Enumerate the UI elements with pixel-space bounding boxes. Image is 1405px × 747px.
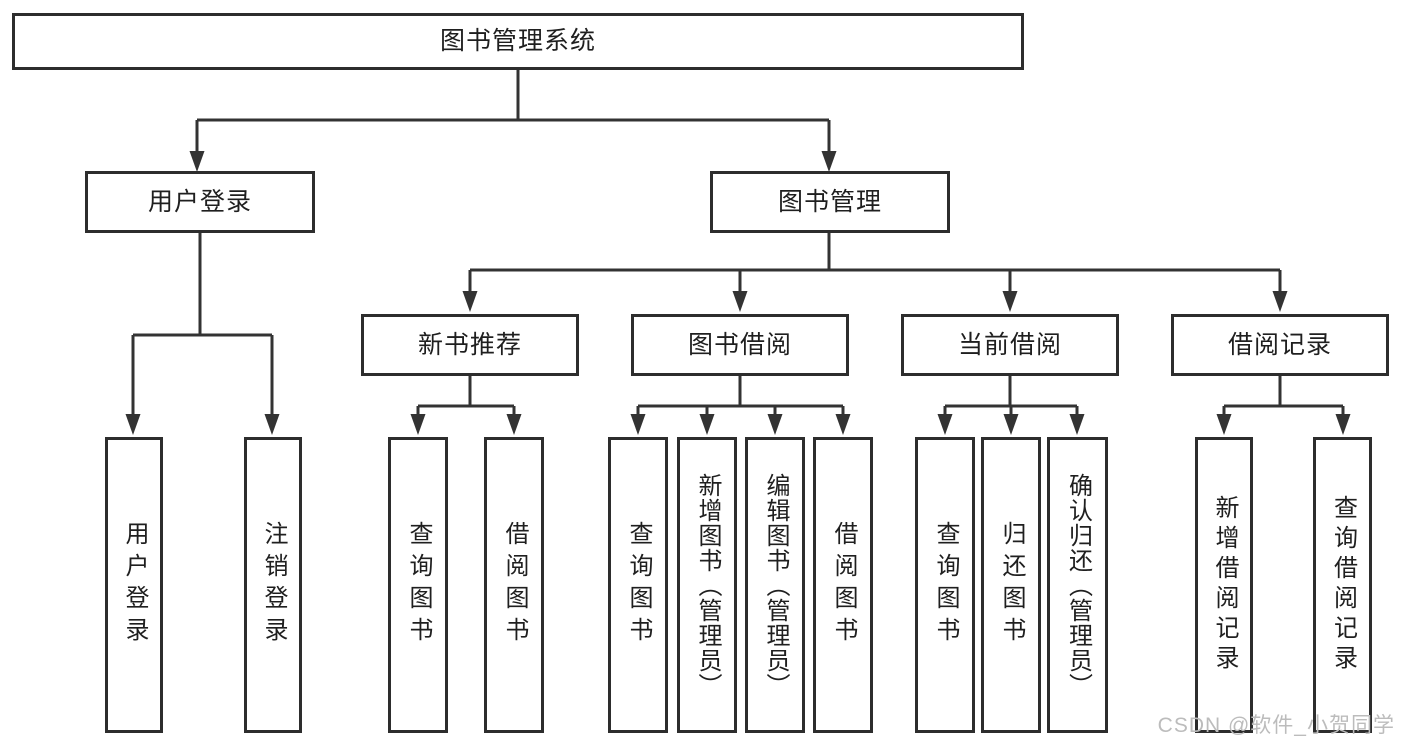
leaf-borrow-book: 借阅图书 bbox=[813, 437, 873, 733]
node-current-borrow: 当前借阅 bbox=[901, 314, 1119, 376]
node-root-label: 图书管理系统 bbox=[439, 27, 596, 55]
node-root: 图书管理系统 bbox=[12, 13, 1024, 70]
leaf-query-borrow-record: 查询借阅记录 bbox=[1313, 437, 1372, 733]
node-borrow-records-label: 借阅记录 bbox=[1227, 330, 1332, 359]
leaf-edit-book-admin-label: 编辑图书（管理员） bbox=[762, 472, 789, 698]
leaf-query-borrow-record-label: 查询借阅记录 bbox=[1329, 495, 1357, 675]
leaf-add-book-admin-label: 新增图书（管理员） bbox=[694, 472, 721, 698]
node-book-management-label: 图书管理 bbox=[777, 187, 882, 216]
node-current-borrow-label: 当前借阅 bbox=[957, 330, 1062, 359]
node-new-book-recommend: 新书推荐 bbox=[361, 314, 579, 376]
node-book-management: 图书管理 bbox=[710, 171, 950, 233]
leaf-user-login: 用户登录 bbox=[105, 437, 163, 733]
leaf-user-login-label: 用户登录 bbox=[121, 521, 148, 649]
leaf-borrow-book-label: 借阅图书 bbox=[830, 521, 857, 649]
leaf-confirm-return-admin: 确认归还（管理员） bbox=[1047, 437, 1108, 733]
node-new-book-recommend-label: 新书推荐 bbox=[417, 330, 522, 359]
leaf-add-borrow-record-label: 新增借阅记录 bbox=[1211, 495, 1238, 675]
leaf-borrow-book-recommend: 借阅图书 bbox=[484, 437, 544, 733]
leaf-logout: 注销登录 bbox=[244, 437, 302, 733]
node-book-borrow: 图书借阅 bbox=[631, 314, 849, 376]
connector-paths bbox=[131, 70, 1345, 416]
leaf-query-book-recommend: 查询图书 bbox=[388, 437, 448, 733]
leaf-query-book-borrow-label: 查询图书 bbox=[625, 521, 652, 649]
node-borrow-records: 借阅记录 bbox=[1171, 314, 1389, 376]
leaf-edit-book-admin: 编辑图书（管理员） bbox=[745, 437, 805, 733]
leaf-query-book-borrow: 查询图书 bbox=[608, 437, 668, 733]
arrowheads bbox=[125, 151, 1351, 435]
node-book-borrow-label: 图书借阅 bbox=[687, 330, 792, 359]
leaf-add-book-admin: 新增图书（管理员） bbox=[677, 437, 737, 733]
leaf-query-book-current: 查询图书 bbox=[915, 437, 975, 733]
node-user-login-label: 用户登录 bbox=[147, 187, 252, 216]
leaf-query-book-current-label: 查询图书 bbox=[932, 521, 959, 649]
node-user-login: 用户登录 bbox=[85, 171, 315, 233]
leaf-return-book-label: 归还图书 bbox=[998, 521, 1025, 649]
leaf-logout-label: 注销登录 bbox=[260, 521, 287, 649]
leaf-confirm-return-admin-label: 确认归还（管理员） bbox=[1064, 472, 1092, 698]
leaf-add-borrow-record: 新增借阅记录 bbox=[1195, 437, 1253, 733]
leaf-borrow-book-recommend-label: 借阅图书 bbox=[501, 521, 528, 649]
leaf-return-book: 归还图书 bbox=[981, 437, 1041, 733]
leaf-query-book-recommend-label: 查询图书 bbox=[405, 521, 432, 649]
